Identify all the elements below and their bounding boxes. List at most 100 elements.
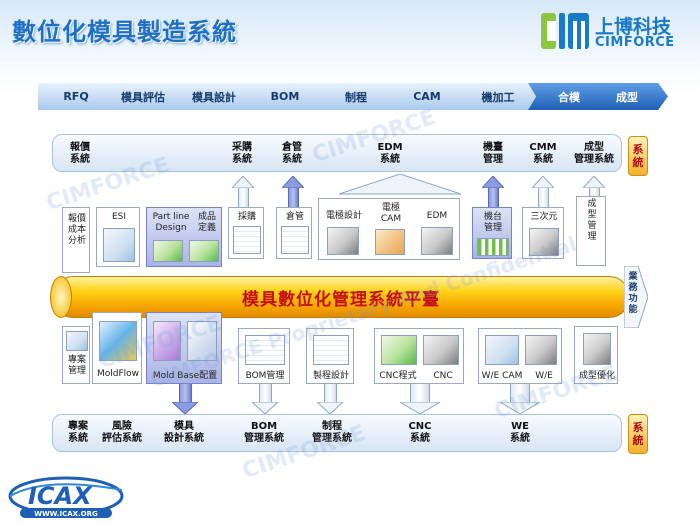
icax-logo: ICAX WWW.ICAX.ORG (6, 466, 126, 522)
flow-step-bom: BOM (244, 83, 326, 110)
bottom-system-bom: BOM 管理系統 (244, 421, 284, 444)
bottom-system-cnc: CNC 系統 (408, 421, 432, 444)
module-purchase: 採購 (228, 207, 264, 259)
cim-logo-icon (541, 13, 589, 49)
we-cam-thumbnail (485, 335, 519, 365)
platform-title: 模具數位化管理系統平臺 (52, 276, 630, 318)
electrode-cam-thumbnail (375, 229, 405, 255)
module-cnc-label: CNC (433, 371, 453, 381)
partline-thumbnail (153, 240, 183, 262)
arrow-down-we (500, 384, 540, 414)
module-electrode-design-label: 電極設計 (325, 211, 362, 221)
flow-step-cam: CAM (386, 83, 468, 110)
cmm-thumbnail (529, 228, 559, 256)
top-system-bar (52, 134, 622, 172)
moldflow-thumbnail (99, 321, 137, 361)
flow-step-process: 制程 (315, 83, 397, 110)
bottom-system-process: 制程 管理系統 (312, 421, 352, 444)
module-machine-mgmt: 機台 管理 (472, 207, 512, 259)
business-function-arrow: 業 務 功 能 (624, 266, 648, 328)
icax-url: WWW.ICAX.ORG (34, 510, 98, 518)
arrow-down-cnc (400, 384, 440, 414)
edm-thumbnail (421, 227, 453, 255)
module-product-def-label: 成品 定義 (197, 212, 216, 233)
module-process-design: 製程設計 (306, 328, 354, 384)
module-cnc: CNC程式 CNC (374, 328, 464, 384)
system-tag-top: 系 統 (628, 136, 648, 176)
arrow-down-bom (252, 384, 278, 414)
module-moldflow-label: MoldFlow (96, 369, 140, 379)
module-molding-auto: 成型優化 (574, 326, 618, 384)
module-moldbase: Mold Base配置 (146, 312, 222, 384)
warehouse-thumbnail (281, 226, 309, 254)
module-process-design-label: 製程設計 (312, 371, 349, 381)
flow-step-rfq: RFQ (38, 83, 114, 110)
module-we-label: W/E (535, 371, 553, 381)
flow-step-molding: 成型 (586, 83, 668, 110)
module-partline-label: Part line Design (152, 212, 190, 233)
top-system-warehouse: 倉管 系統 (282, 142, 302, 165)
cimforce-logo: 上博科技 CIMFORCE (540, 10, 695, 52)
module-moldflow: MoldFlow (92, 312, 142, 384)
module-we: W/E CAM W/E (478, 328, 562, 384)
logo-cn: 上博科技 (595, 16, 672, 38)
arrow-down-mold-design (172, 384, 198, 414)
top-system-cmm: CMM 系統 (529, 142, 557, 165)
module-bom-label: BOM管理 (245, 371, 285, 381)
top-system-purchase: 采購 系統 (232, 142, 252, 165)
top-system-edm: EDM 系統 (377, 142, 403, 165)
machine-mgmt-thumbnail (477, 238, 509, 256)
module-esi-label: ESI (111, 212, 127, 222)
bottom-system-mold-design: 模具 設計系統 (164, 421, 204, 444)
module-project-label: 專案 管理 (67, 355, 86, 376)
module-molding-mgmt-label: 成 型 管 理 (587, 199, 597, 242)
molding-auto-thumbnail (583, 333, 611, 365)
top-system-quote: 報價 系統 (70, 142, 90, 165)
system-tag-bottom: 系 統 (628, 414, 648, 454)
bottom-system-bar (52, 414, 622, 452)
we-thumbnail (525, 335, 557, 365)
moldbase-thumbnail-1 (153, 321, 181, 361)
flow-step-machining: 機加工 (457, 83, 539, 110)
module-cmm: 三次元 (522, 207, 564, 259)
cnc-thumbnail (423, 335, 459, 365)
icax-logo-text: ICAX (28, 482, 93, 510)
electrode-design-thumbnail (327, 227, 359, 255)
bottom-system-risk: 風險 評估系統 (102, 421, 142, 444)
arrow-down-process (317, 384, 343, 414)
purchase-thumbnail (233, 226, 261, 254)
module-cnc-program-label: CNC程式 (379, 371, 417, 381)
business-function-label: 業 務 功 能 (628, 272, 638, 315)
module-bom: BOM管理 (238, 328, 290, 384)
top-system-molding: 成型 管理系統 (574, 142, 614, 165)
module-warehouse: 倉管 (276, 207, 312, 259)
arrow-up-edm (339, 174, 461, 198)
module-we-cam-label: W/E CAM (481, 371, 523, 381)
module-quote-cost-label: 報價 成本 分析 (67, 214, 86, 246)
module-purchase-label: 採購 (237, 212, 256, 222)
bottom-system-project: 專案 系統 (68, 421, 88, 444)
top-system-machine: 機臺 管理 (483, 142, 503, 165)
project-thumbnail (66, 331, 88, 351)
module-edm-label: EDM (426, 211, 448, 221)
module-partline: Part line Design 成品 定義 (146, 207, 222, 267)
module-project: 專案 管理 (62, 326, 90, 384)
module-machine-mgmt-label: 機台 管理 (483, 212, 502, 233)
logo-en: CIMFORCE (595, 35, 675, 50)
process-design-thumbnail (313, 335, 349, 365)
module-cmm-label: 三次元 (530, 212, 558, 222)
platform: 模具數位化管理系統平臺 (50, 276, 630, 318)
icax-logo-icon: ICAX WWW.ICAX.ORG (8, 476, 124, 518)
module-warehouse-label: 倉管 (285, 212, 304, 222)
module-edm-group: 電極設計 電極 CAM EDM (318, 198, 460, 260)
platform-cap (50, 276, 72, 318)
module-electrode-cam-label: 電極 CAM (380, 203, 402, 224)
product-thumbnail (189, 240, 219, 262)
process-flow: RFQ 模具評估 模具設計 BOM 制程 CAM 機加工 合模 成型 (38, 83, 668, 110)
module-molding-auto-label: 成型優化 (578, 371, 615, 381)
cnc-program-thumbnail (381, 335, 417, 365)
module-quote-cost: 報價 成本 分析 (62, 207, 90, 273)
flow-step-evaluation: 模具評估 (102, 83, 184, 110)
module-moldbase-label: Mold Base配置 (152, 371, 218, 381)
